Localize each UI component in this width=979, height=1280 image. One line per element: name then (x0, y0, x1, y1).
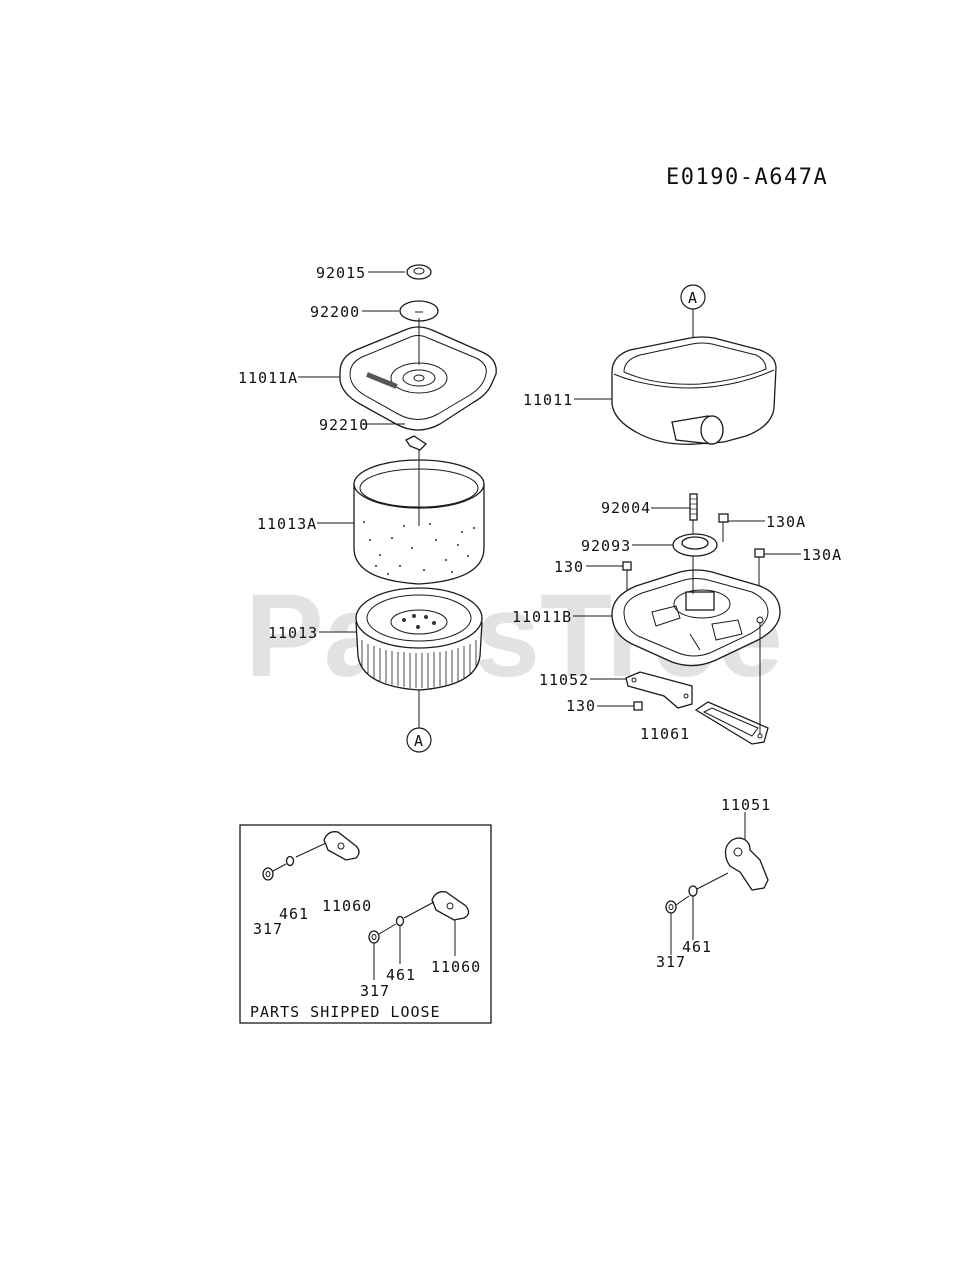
axis-11060-a (295, 842, 327, 858)
part-11060-gasket-a[interactable] (323, 831, 360, 861)
parts-shipped-loose-caption: PARTS SHIPPED LOOSE (250, 1003, 441, 1021)
callout-a-left[interactable]: A (406, 727, 432, 753)
axis-317-box-a (272, 863, 287, 872)
part-461-washer[interactable] (688, 885, 698, 897)
label-11011[interactable]: 11011 (523, 391, 573, 409)
part-92004-stud[interactable] (689, 493, 698, 521)
label-92200[interactable]: 92200 (310, 303, 360, 321)
axis-317-nut (675, 895, 690, 906)
label-11052[interactable]: 11052 (539, 671, 589, 689)
part-317-nut-box-b[interactable] (368, 930, 380, 944)
label-92093[interactable]: 92093 (581, 537, 631, 555)
svg-text:A: A (414, 732, 424, 750)
label-92015[interactable]: 92015 (316, 264, 366, 282)
part-92015-nut[interactable] (406, 264, 432, 280)
part-11011B-base[interactable] (611, 569, 781, 667)
diagram-code: E0190-A647A (666, 165, 828, 190)
part-11060-gasket-b[interactable] (431, 891, 470, 921)
axis-11060-b (403, 901, 435, 919)
part-317-nut[interactable] (665, 900, 677, 914)
label-11013[interactable]: 11013 (268, 624, 318, 642)
label-130-1[interactable]: 130 (554, 558, 584, 576)
label-box-317-a[interactable]: 317 (253, 920, 283, 938)
label-box-461-a[interactable]: 461 (279, 905, 309, 923)
part-11011-housing[interactable] (611, 336, 777, 445)
label-box-317-b[interactable]: 317 (360, 982, 390, 1000)
label-box-11060-a[interactable]: 11060 (322, 897, 372, 915)
label-461-c[interactable]: 461 (682, 938, 712, 956)
part-130-bolt-2[interactable] (633, 701, 643, 711)
label-11011B[interactable]: 11011B (512, 608, 572, 626)
part-461-washer-box-b[interactable] (395, 915, 405, 927)
label-130A-2[interactable]: 130A (802, 546, 842, 564)
parts-shipped-loose-box (239, 824, 492, 1024)
label-92210[interactable]: 92210 (319, 416, 369, 434)
label-92004[interactable]: 92004 (601, 499, 651, 517)
part-92210-clip[interactable] (405, 435, 428, 451)
label-317-c[interactable]: 317 (656, 953, 686, 971)
svg-text:A: A (688, 289, 698, 307)
axis-11051-hardware (696, 872, 729, 890)
part-130A-bolt-1[interactable] (718, 513, 729, 542)
part-317-nut-box-a[interactable] (262, 867, 274, 881)
label-11013A[interactable]: 11013A (257, 515, 317, 533)
label-11011A[interactable]: 11011A (238, 369, 298, 387)
callout-a-right[interactable]: A (680, 284, 706, 310)
part-11013-filter-element[interactable] (355, 587, 483, 691)
part-11052-bracket[interactable] (625, 671, 693, 709)
part-11011A-cover[interactable] (339, 326, 497, 431)
label-11051[interactable]: 11051 (721, 796, 771, 814)
axis-317-box-b (378, 923, 397, 935)
label-11061[interactable]: 11061 (640, 725, 690, 743)
part-11061-plate[interactable] (694, 701, 769, 745)
part-130A-bolt-2[interactable] (754, 548, 765, 590)
label-130A-1[interactable]: 130A (766, 513, 806, 531)
part-11051-bracket[interactable] (724, 837, 769, 891)
label-130-2[interactable]: 130 (566, 697, 596, 715)
label-box-461-b[interactable]: 461 (386, 966, 416, 984)
label-box-11060-b[interactable]: 11060 (431, 958, 481, 976)
part-461-washer-box-a[interactable] (285, 855, 295, 867)
part-92093-gasket[interactable] (672, 533, 718, 557)
